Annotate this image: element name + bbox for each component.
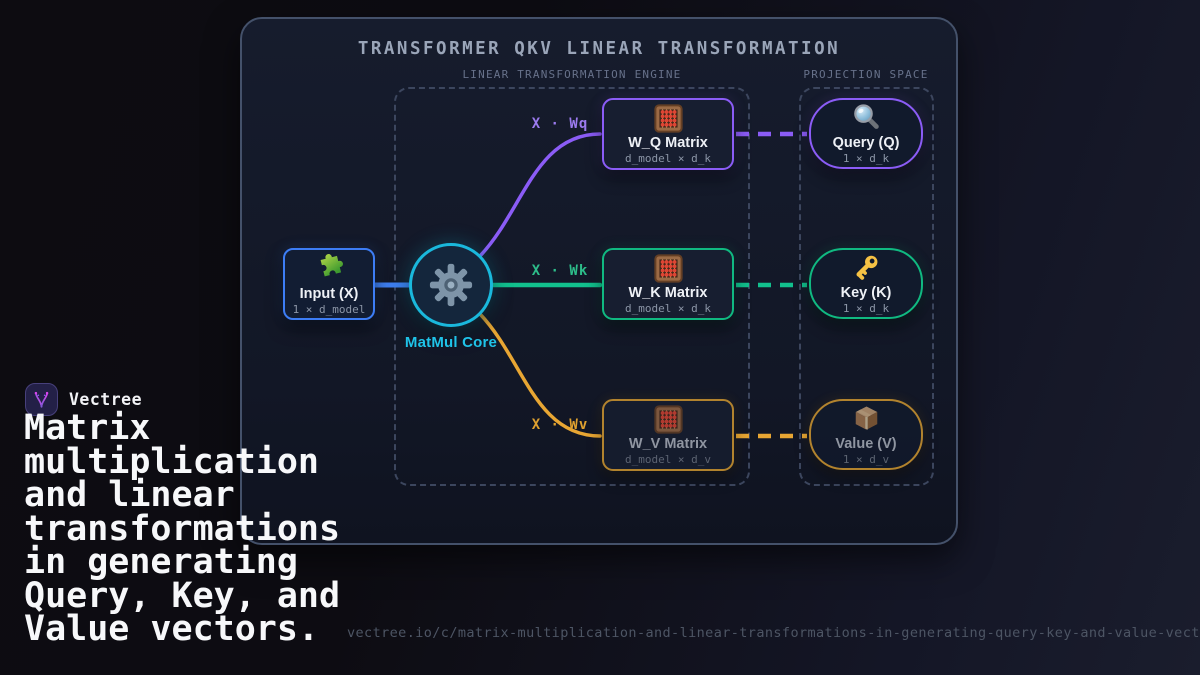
panel-title: TRANSFORMER QKV LINEAR TRANSFORMATION <box>357 39 841 59</box>
node-query: Query (Q) 1 × d_k <box>809 98 923 169</box>
abacus-icon <box>653 253 683 283</box>
node-title: Value (V) <box>835 436 897 452</box>
node-title: Input (X) <box>299 286 359 302</box>
gear-icon <box>428 262 474 308</box>
node-subtitle: 1 × d_v <box>842 453 890 466</box>
vectree-logo-icon <box>25 383 58 416</box>
puzzle-icon <box>313 252 345 284</box>
node-subtitle: 1 × d_k <box>842 302 890 315</box>
edge-label-v: X · Wv <box>531 417 589 433</box>
edge-matmul-wq <box>478 132 602 258</box>
projection-container <box>799 87 934 486</box>
page-title: Matrix multiplication and linear transfo… <box>24 408 341 649</box>
node-title: W_K Matrix <box>628 284 708 301</box>
edges-layer <box>372 131 807 439</box>
node-wk-matrix: W_K Matrix d_model × d_k <box>602 248 734 320</box>
node-subtitle: 1 × d_k <box>842 152 890 165</box>
edge-label-q: X · Wq <box>531 116 589 132</box>
node-wq-matrix: W_Q Matrix d_model × d_k <box>602 98 734 170</box>
brand-name: Vectree <box>69 390 143 409</box>
node-title: Key (K) <box>840 285 892 301</box>
brand: Vectree <box>25 383 142 416</box>
key-icon <box>851 252 882 283</box>
diagram-panel: TRANSFORMER QKV LINEAR TRANSFORMATION LI… <box>240 17 958 545</box>
node-matmul-core <box>409 243 493 327</box>
abacus-icon <box>653 103 683 133</box>
node-wv-matrix: W_V Matrix d_model × d_v <box>602 399 734 471</box>
section-label-projection: PROJECTION SPACE <box>803 68 929 81</box>
node-title: Query (Q) <box>832 135 900 151</box>
node-subtitle: 1 × d_model <box>292 303 366 316</box>
footer-url: vectree.io/c/matrix-multiplication-and-l… <box>347 625 1200 641</box>
edge-label-k: X · Wk <box>531 263 589 279</box>
node-subtitle: d_model × d_v <box>624 452 712 466</box>
edge-matmul-wv <box>478 312 602 438</box>
magnifier-icon <box>851 102 882 133</box>
node-subtitle: d_model × d_k <box>624 151 712 165</box>
section-label-engine: LINEAR TRANSFORMATION ENGINE <box>462 68 682 81</box>
node-title: W_V Matrix <box>628 435 708 452</box>
matmul-core-label: MatMul Core <box>404 334 498 351</box>
node-subtitle: d_model × d_k <box>624 301 712 315</box>
node-input: Input (X) 1 × d_model <box>283 248 375 320</box>
abacus-icon <box>653 404 683 434</box>
package-icon <box>851 403 882 434</box>
node-key: Key (K) 1 × d_k <box>809 248 923 319</box>
node-value: Value (V) 1 × d_v <box>809 399 923 470</box>
node-title: W_Q Matrix <box>628 134 708 151</box>
